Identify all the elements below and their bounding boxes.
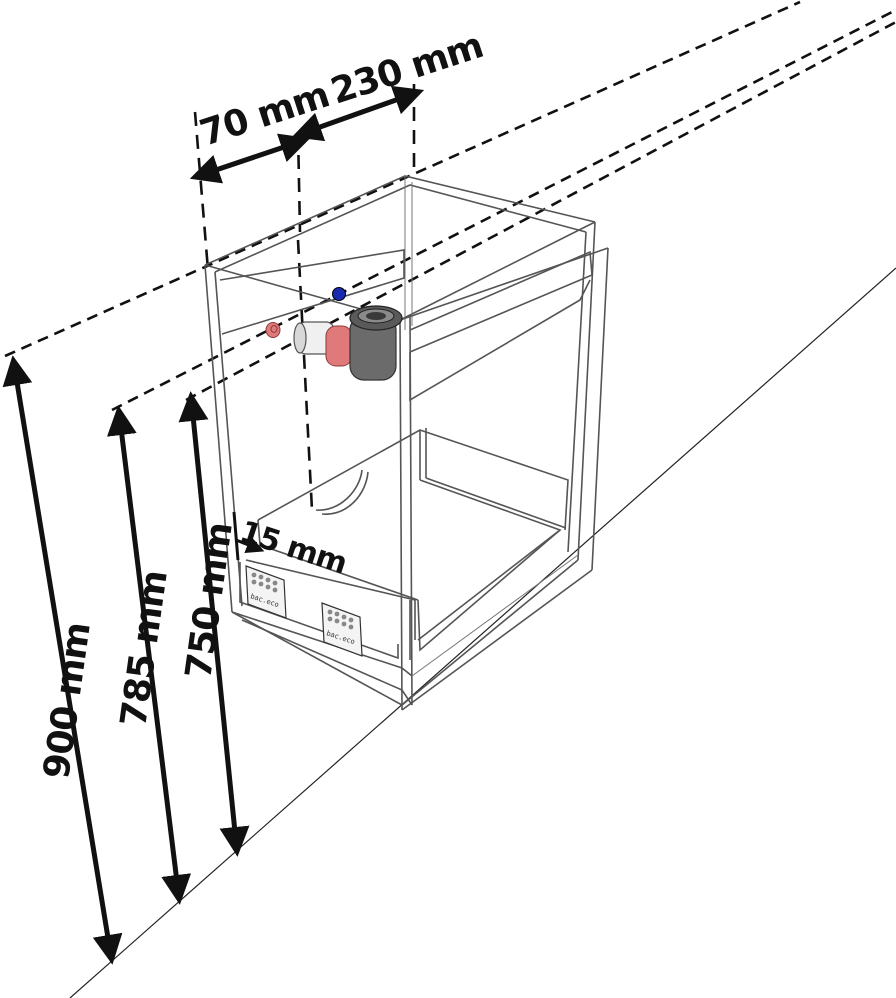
drawer-bracket-left: bac.eco <box>245 565 287 619</box>
label-height-900: 900 mm <box>36 620 98 781</box>
height-dimension-arrows <box>2 355 250 965</box>
hot-water-valve <box>265 322 281 338</box>
label-width-230: 230 mm <box>326 25 488 112</box>
drawer-box <box>239 428 569 660</box>
width-dimension-arrows <box>189 85 425 184</box>
label-width-70: 70 mm <box>195 75 334 155</box>
sink-siphon <box>293 305 403 381</box>
drawer-bracket-right: bac.eco <box>321 602 363 657</box>
dashed-reference-lines <box>4 0 896 511</box>
cold-water-valve <box>332 287 346 301</box>
label-height-785: 785 mm <box>113 568 175 729</box>
floor-lines <box>69 267 896 998</box>
cabinet-carcass <box>204 175 609 711</box>
drawer-gap-marker <box>232 511 265 561</box>
